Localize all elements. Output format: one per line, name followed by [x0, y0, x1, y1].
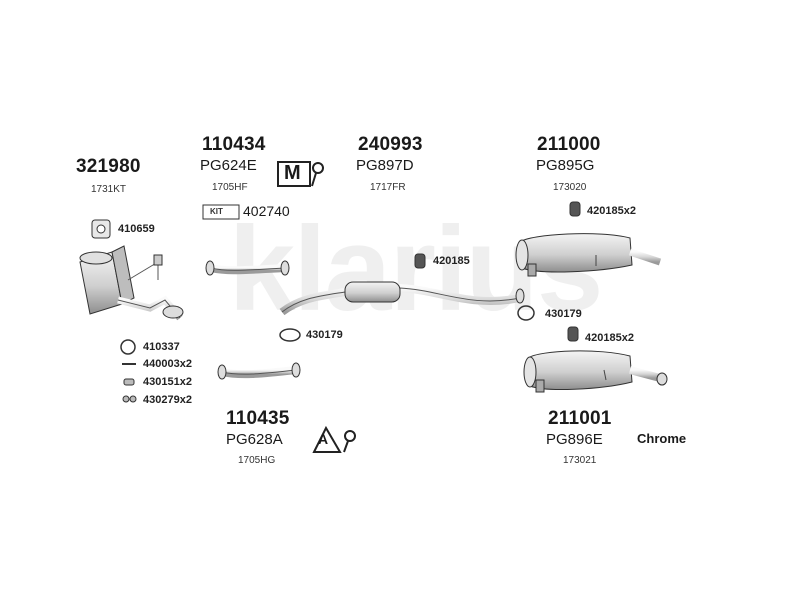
- part-label: 430279x2: [143, 394, 192, 406]
- group-code: 1705HG: [238, 455, 276, 466]
- gasket-icon: [91, 219, 111, 239]
- bolt-icon: [122, 363, 137, 403]
- group-code: 1731KT: [91, 184, 127, 195]
- kit-number: 402740: [243, 203, 290, 219]
- group-number: 321980: [76, 156, 141, 177]
- group-number: 211000: [537, 134, 601, 155]
- part-label: 440003x2: [143, 358, 192, 370]
- group-variant: PG895G: [536, 157, 595, 174]
- kit-badge: KIT: [210, 207, 223, 216]
- group-variant: PG897D: [356, 157, 414, 174]
- part-label: 410337: [143, 341, 180, 353]
- group-variant: PG624E: [200, 157, 257, 174]
- mounting-badge-icon: [277, 161, 324, 187]
- middle-silencer: [279, 281, 525, 316]
- group-code: 173021: [563, 455, 597, 466]
- group-variant: PG628A: [226, 431, 283, 448]
- group-number: 240993: [358, 134, 423, 155]
- group-code: 1717FR: [370, 182, 406, 193]
- group-variant: PG896E: [546, 431, 603, 448]
- catalytic-converter: [79, 245, 184, 321]
- group-number: 211001: [548, 408, 612, 429]
- front-pipe-upper: [205, 260, 290, 276]
- group-code: 173020: [553, 182, 587, 193]
- part-label: 420185x2: [587, 205, 636, 217]
- rear-silencer-lower: [523, 350, 668, 393]
- group-number: 110435: [226, 408, 290, 429]
- part-label: 410659: [118, 223, 155, 235]
- part-label: 430179: [545, 308, 582, 320]
- mounting-badge-letter: M: [284, 162, 301, 184]
- assembly-badge-letter: A: [318, 431, 329, 447]
- group-code: 1705HF: [212, 182, 248, 193]
- rubber-mount-icon: [414, 201, 581, 342]
- rear-silencer-upper: [515, 233, 662, 277]
- part-label: 420185x2: [585, 332, 634, 344]
- kit-badge-frame: [202, 204, 240, 220]
- part-label: 430151x2: [143, 376, 192, 388]
- assembly-badge-icon: [312, 425, 356, 453]
- clamp-ring-icon: [120, 305, 535, 355]
- part-label: 420185: [433, 255, 470, 267]
- group-number: 110434: [202, 134, 266, 155]
- finish-label: Chrome: [637, 431, 687, 446]
- front-pipe-lower: [217, 362, 301, 380]
- part-label: 430179: [306, 329, 343, 341]
